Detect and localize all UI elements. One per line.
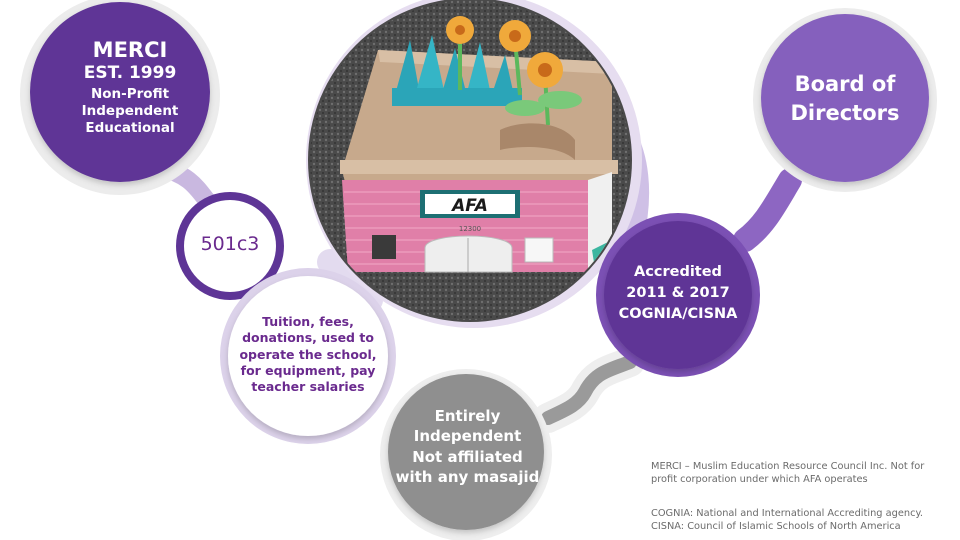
accreditation-bubble-text: Accredited 2011 & 2017 COGNIA/CISNA [608, 262, 748, 325]
independence-bubble-text: Entirely Independent Not affiliated with… [395, 406, 540, 487]
accreditation-line-2: 2011 & 2017 [626, 285, 730, 302]
footnote-cisna: CISNA: Council of Islamic Schools of Nor… [651, 521, 901, 533]
tax-status-bubble [184, 200, 276, 292]
independence-line-2: Independent [413, 427, 522, 446]
merci-established: EST. 1999 [83, 63, 177, 84]
independence-bubble [388, 374, 544, 530]
accreditation-bubble [604, 221, 752, 369]
connector-board-accreditation [733, 168, 802, 252]
board-line-1: Board of [794, 72, 896, 96]
board-bubble [761, 14, 929, 182]
funding-line-2: donations, used to [242, 330, 374, 346]
accreditation-line-1: Accredited [634, 264, 722, 280]
funding-line-1: Tuition, fees, [262, 314, 354, 329]
independence-line-3: Not affiliated [412, 447, 523, 466]
tax-status-label: 501c3 [200, 233, 260, 255]
footnote-cognia: COGNIA: National and International Accre… [651, 508, 923, 519]
board-bubble-text: Board of Directors [780, 70, 910, 129]
footnote-merci: MERCI – Muslim Education Resource Counci… [651, 460, 951, 486]
footnote-accreditors: COGNIA: National and International Accre… [651, 507, 951, 533]
merci-bubble [30, 2, 210, 182]
footnote-merci-line-2: profit corporation under which AFA opera… [651, 474, 868, 486]
merci-bubble-text: MERCI EST. 1999 Non-Profit Independent E… [50, 38, 210, 137]
merci-line-educational: Educational [85, 120, 175, 137]
funding-bubble-text: Tuition, fees, donations, used to operat… [238, 314, 378, 395]
connector-accreditation-independence-inner [541, 355, 637, 425]
footnote-merci-line-1: MERCI – Muslim Education Resource Counci… [651, 461, 925, 472]
funding-bubble [228, 276, 388, 436]
photo-sign: AFA [450, 196, 488, 216]
board-line-2: Directors [790, 101, 900, 126]
funding-line-4: for equipment, pay [240, 362, 376, 378]
funding-line-5: teacher salaries [251, 379, 365, 394]
merci-title: MERCI [92, 38, 168, 62]
school-model-photo: AFA 12300 [310, 0, 630, 320]
independence-line-4: with any masajid [395, 467, 540, 486]
merci-line-nonprofit: Non-Profit [90, 85, 170, 102]
funding-line-3: operate the school, [239, 346, 377, 362]
merci-line-independent: Independent [81, 102, 179, 119]
photo-number: 12300 [459, 225, 481, 233]
independence-line-1: Entirely [434, 407, 501, 425]
accreditation-line-3: COGNIA/CISNA [618, 306, 738, 323]
